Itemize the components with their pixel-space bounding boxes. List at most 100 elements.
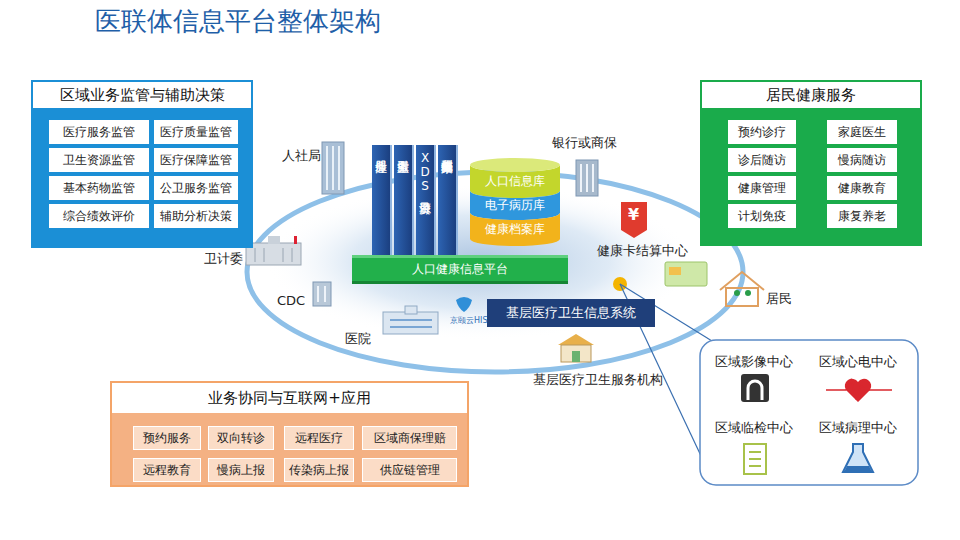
item-box: 传染病上报 — [284, 458, 354, 482]
node-text: 慢病上报 — [217, 462, 265, 479]
node-text: 医疗服务监管 — [63, 124, 135, 141]
platform-slab: 人口健康信息平台 — [352, 255, 568, 281]
item-box: 诊后随访 — [728, 148, 796, 172]
item-box: 综合绩效评价 — [49, 204, 149, 228]
item-box: 预约服务 — [133, 426, 201, 450]
hospital-icon — [383, 306, 438, 334]
center-group — [700, 340, 918, 485]
entity-label: CDC — [277, 294, 305, 307]
pillar-text: 注册服务 — [375, 151, 387, 258]
database-cylinder: 电子病历库 — [470, 184, 560, 220]
service-pillar: 注册服务 — [372, 145, 392, 258]
service-pillar: 全程健康档案服务 — [438, 145, 458, 258]
node-text: 供应链管理 — [380, 462, 440, 479]
item-box: 辅助分析决策 — [154, 204, 238, 228]
center-label: 区域病理中心 — [819, 421, 897, 434]
item-box: 慢病上报 — [208, 458, 274, 482]
panel-title: 区域业务监管与辅助决策 — [33, 82, 251, 108]
entity-label: 基层医疗卫生服务机构 — [533, 373, 663, 386]
item-box: 计划免疫 — [728, 204, 796, 228]
node-text: 公卫服务监管 — [160, 180, 232, 197]
node-text: 计划免疫 — [738, 208, 786, 225]
panel-box: 居民健康服务预约诊疗 家庭医生诊后随访 慢病随访健康管理 健康教育计划免疫 康复养老 — [700, 80, 922, 246]
item-box: 远程教育 — [133, 458, 201, 482]
payment-icon — [621, 202, 647, 238]
network-ring — [247, 172, 743, 372]
node-text: 健康教育 — [838, 180, 886, 197]
cylinder-top — [470, 158, 560, 172]
item-box: 健康教育 — [827, 176, 897, 200]
entity-label: 人社局 — [282, 149, 321, 162]
node-text: 康复养老 — [838, 208, 886, 225]
government-icon — [246, 236, 301, 265]
node-text: 双向转诊 — [217, 430, 265, 447]
item-box: 双向转诊 — [208, 426, 274, 450]
center-label: 区域临检中心 — [715, 421, 793, 434]
panel-box: 区域业务监管与辅助决策医疗服务监管 医疗质量监管卫生资源监管 医疗保障监管基本药物监… — [31, 80, 253, 248]
panel-title: 居民健康服务 — [702, 82, 920, 108]
node-text: 医疗质量监管 — [160, 124, 232, 141]
node-text: 远程教育 — [143, 462, 191, 479]
service-pillar: XDS资源目录 — [416, 145, 436, 258]
item-box: 医疗质量监管 — [154, 120, 238, 144]
card-icon — [665, 262, 707, 286]
pillar-text: 主索引服务 — [397, 151, 409, 258]
node-text: 电子病历库 — [485, 191, 545, 214]
node-text: 基本药物监管 — [63, 180, 135, 197]
building-icon — [322, 142, 344, 194]
cloud — [265, 184, 695, 340]
pillar-text: 全程健康档案服务 — [441, 151, 453, 258]
center-label: 区域影像中心 — [715, 355, 793, 368]
node-text: 传染病上报 — [289, 462, 349, 479]
node-text: 医疗保障监管 — [160, 152, 232, 169]
node-text: 人口信息库 — [485, 167, 545, 190]
clinic-icon — [558, 334, 594, 362]
node-text: 健康档案库 — [485, 215, 545, 238]
node-text: 健康管理 — [738, 180, 786, 197]
entity-label: 居民 — [766, 292, 792, 305]
panel-title: 业务协同与互联网+应用 — [112, 383, 467, 413]
node-text: 预约服务 — [143, 430, 191, 447]
cdc-icon — [313, 282, 331, 306]
node-text: 家庭医生 — [838, 124, 886, 141]
item-box: 卫生资源监管 — [49, 148, 149, 172]
item-box: 慢病随访 — [827, 148, 897, 172]
logo-text: 京颐云HIS — [450, 317, 487, 325]
node-text: 区域商保理赔 — [374, 430, 446, 447]
node-text: 人口健康信息平台 — [412, 261, 508, 278]
imaging-icon — [741, 374, 769, 402]
item-box: 公卫服务监管 — [154, 176, 238, 200]
database-cylinder: 人口信息库 — [470, 158, 560, 198]
cylinder-body — [470, 191, 560, 220]
item-box: 康复养老 — [827, 204, 897, 228]
bank-icon — [576, 160, 598, 196]
ecg-icon — [826, 379, 892, 402]
page-title: 医联体信息平台整体架构 — [95, 6, 381, 37]
center-label: 区域心电中心 — [819, 355, 897, 368]
entity-label: 医院 — [345, 332, 371, 345]
currency-symbol: ¥ — [628, 207, 639, 223]
node-text: 慢病随访 — [838, 152, 886, 169]
his-logo — [456, 297, 472, 312]
item-box: 医疗服务监管 — [49, 120, 149, 144]
item-box: 健康管理 — [728, 176, 796, 200]
item-box: 基本药物监管 — [49, 176, 149, 200]
database-cylinder: 健康档案库 — [470, 206, 560, 246]
item-box: 医疗保障监管 — [154, 148, 238, 172]
service-pillar: 主索引服务 — [394, 145, 414, 258]
system-box: 基层医疗卫生信息系统 — [487, 299, 655, 327]
lab-icon — [744, 444, 766, 474]
node-text: 基层医疗卫生信息系统 — [506, 304, 636, 322]
cylinder-body — [470, 213, 560, 246]
node-text: 辅助分析决策 — [160, 208, 232, 225]
node-text: 远程医疗 — [295, 430, 343, 447]
flask-icon — [843, 444, 873, 472]
entity-label: 健康卡结算中心 — [597, 244, 688, 257]
node-text: 卫生资源监管 — [63, 152, 135, 169]
entity-label: 银行或商保 — [552, 136, 617, 149]
panel-box: 业务协同与互联网+应用预约服务 双向转诊 远程医疗 区域商保理赔远程教育 慢病上报 传染病… — [110, 381, 469, 487]
node-text: 预约诊疗 — [738, 124, 786, 141]
item-box: 预约诊疗 — [728, 120, 796, 144]
item-box: 远程医疗 — [284, 426, 354, 450]
